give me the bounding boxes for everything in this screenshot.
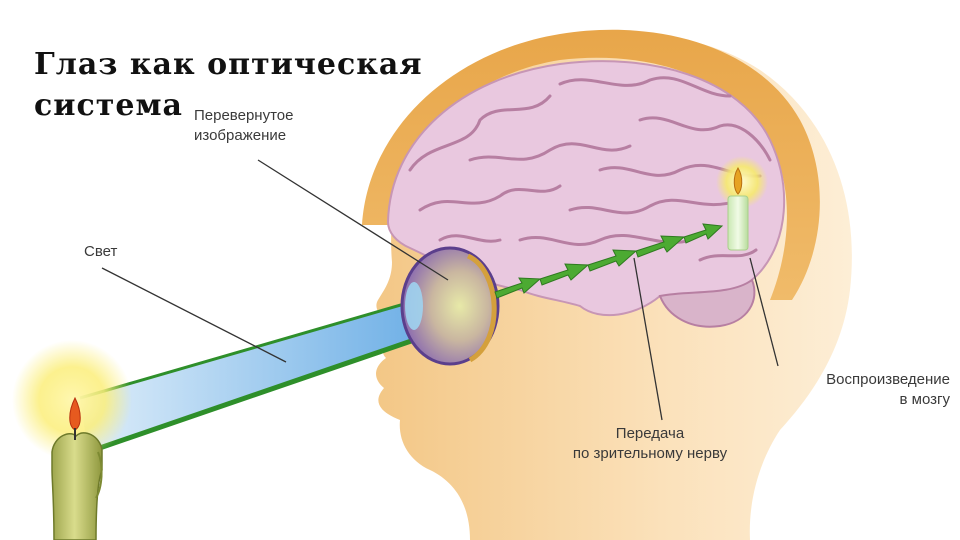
optic-nerve [494,223,724,299]
eyeball [400,246,500,366]
leader-light [101,267,287,363]
beam-top-edge [79,298,419,400]
retina [466,253,497,363]
leader-transmission [633,257,663,421]
lens [405,282,423,330]
label-inverted-image: Перевернутое изображение [194,106,293,146]
brain-candle-flame [733,167,743,195]
label-reproduction-line-2: в мозгу [899,391,950,408]
brain-candle [727,195,749,251]
candle-drip [95,451,103,499]
label-inverted-image-line-1: Перевернутое [194,107,294,124]
label-transmission: Передача по зрительному нерву [550,424,750,464]
light-beam [80,300,420,452]
label-inverted-image-line-2: изображение [194,127,287,144]
label-light: Свет [84,242,117,262]
label-reproduction-line-1: Воспроизведение [826,371,950,388]
candle-glow [12,340,132,460]
leader-reproduction [749,257,779,367]
beam-bottom-edge [87,335,421,455]
label-transmission-line-2: по зрительному нерву [572,445,728,462]
cerebellum [658,278,756,328]
leader-inverted-image [257,159,449,281]
label-light-text: Свет [84,243,118,260]
page-title: Глаз как оптическая система [34,44,423,126]
label-reproduction: Воспроизведение в мозгу [790,370,950,410]
candle [51,432,103,540]
title-line-2: система [34,88,183,123]
title-line-1: Глаз как оптическая [34,47,423,82]
label-transmission-line-1: Передача [615,425,685,442]
